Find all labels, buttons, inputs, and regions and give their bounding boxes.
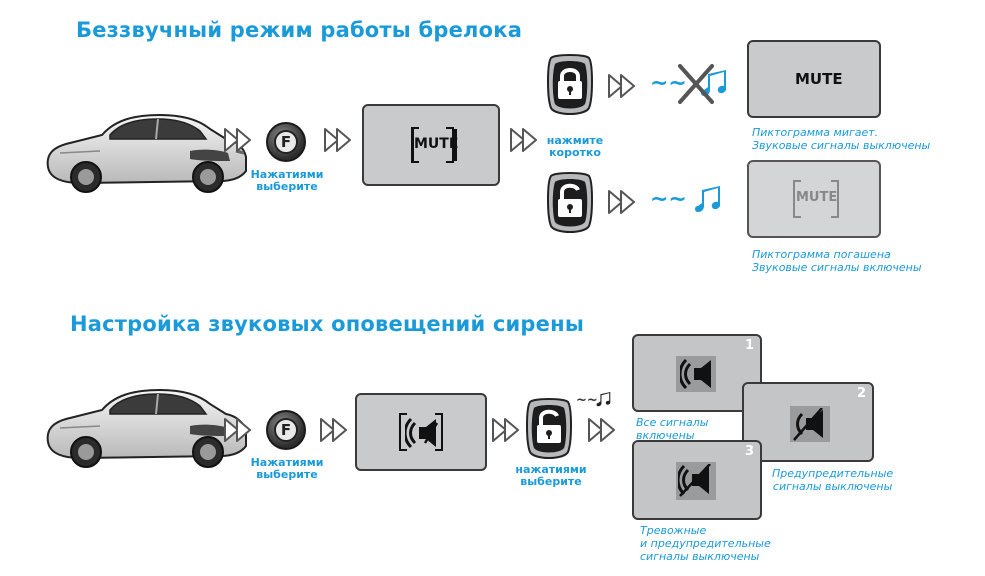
bracket-right [831, 180, 839, 218]
car-icon [46, 388, 248, 469]
svg-text:~~: ~~ [576, 393, 598, 408]
speaker-muted-icon [678, 464, 711, 497]
f-button-caption: Нажатиями выберите [250, 169, 324, 193]
svg-text:~~: ~~ [650, 187, 687, 212]
double-arrow-icon [608, 190, 635, 214]
f-button-letter: F [274, 130, 298, 154]
result-bottom-caption-line2: Звуковые сигналы включены [752, 261, 922, 274]
bracket-left [793, 180, 801, 218]
bracket-right [446, 127, 454, 163]
f-button-icon: F [266, 122, 306, 162]
result-top-caption-line2: Звуковые сигналы выключены [752, 139, 931, 152]
result-top-caption: Пиктограмма мигает. Звуковые сигналы вык… [752, 126, 930, 152]
option1-number: 1 [744, 338, 754, 353]
lock-open-fob [526, 398, 572, 459]
result-bottom-caption-line1: Пиктограмма погашена [752, 248, 891, 261]
car-icon [46, 113, 248, 194]
option3-number: 3 [744, 444, 754, 459]
option2-caption-line2: сигналы выключены [772, 480, 893, 493]
option1-caption-line2: включены [636, 429, 695, 442]
double-arrow-icon [608, 74, 635, 98]
f-button-letter: F [274, 418, 298, 442]
lock-open-fob [547, 172, 593, 233]
option2-caption-line1: Предупредительные [772, 467, 894, 480]
lock-closed-fob [547, 54, 593, 115]
f-button-icon: F [266, 410, 306, 450]
bracket-left [411, 127, 419, 163]
press-caption: нажмите коротко [538, 135, 612, 159]
f-caption-line1: Нажатиями [250, 168, 324, 181]
option3-caption-line2: и предупредительные [640, 537, 771, 550]
press-caption-line1: нажмите [546, 134, 604, 147]
option2-screen: 2 [742, 382, 874, 462]
bracket-left [399, 413, 407, 451]
double-arrow-icon [510, 128, 537, 152]
bracket-right [435, 413, 443, 451]
speaker-muted-partial-icon [793, 408, 823, 441]
double-arrow-icon [588, 418, 615, 442]
option3-screen: 3 [632, 440, 762, 520]
result-top-label: MUTE [795, 70, 843, 88]
option3-caption: Тревожные и предупредительные сигналы вы… [640, 524, 771, 563]
display-screen: MUTE [362, 104, 500, 186]
option2-caption: Предупредительные сигналы выключены [772, 467, 893, 493]
result-screen-top: MUTE [747, 40, 881, 118]
sound-muted-icon: ~~ [650, 64, 726, 104]
option2-number: 2 [856, 386, 866, 401]
sound-on-icon: ~~ [650, 186, 720, 212]
press-caption: нажатиями выберите [512, 464, 590, 488]
f-caption-line2: выберите [256, 468, 318, 481]
f-caption-line2: выберите [256, 180, 318, 193]
press-caption-line1: нажатиями [515, 463, 587, 476]
result-bottom-caption: Пиктограмма погашена Звуковые сигналы вк… [752, 248, 922, 274]
option1-caption-line1: Все сигналы [636, 416, 709, 429]
speaker-icon [405, 417, 439, 449]
result-bottom-label: MUTE [796, 190, 838, 205]
option3-caption-line3: сигналы выключены [640, 550, 760, 563]
sound-on-small-icon: ~~ [576, 392, 611, 408]
result-screen-bottom: MUTE [747, 160, 881, 238]
f-caption-line1: Нажатиями [250, 456, 324, 469]
siren-setting-screen [355, 393, 487, 471]
mute-label: MUTE [414, 136, 459, 152]
double-arrow-icon [320, 418, 347, 442]
option3-caption-line1: Тревожные [640, 524, 707, 537]
double-arrow-icon [324, 128, 351, 152]
option1-screen: 1 [632, 334, 762, 412]
result-top-caption-line1: Пиктограмма мигает. [752, 126, 879, 139]
press-caption-line2: коротко [549, 146, 601, 159]
speaker-icon [680, 358, 713, 390]
double-arrow-icon [492, 418, 519, 442]
section2-title: Настройка звуковых оповещений сирены [70, 312, 585, 336]
double-arrow-icon [224, 418, 251, 442]
section1-title: Беззвучный режим работы брелока [76, 18, 523, 42]
f-button-caption: Нажатиями выберите [250, 457, 324, 481]
press-caption-line2: выберите [520, 475, 582, 488]
option1-caption: Все сигналы включены [636, 416, 708, 442]
svg-text:~~: ~~ [650, 71, 687, 96]
double-arrow-icon [224, 128, 251, 152]
